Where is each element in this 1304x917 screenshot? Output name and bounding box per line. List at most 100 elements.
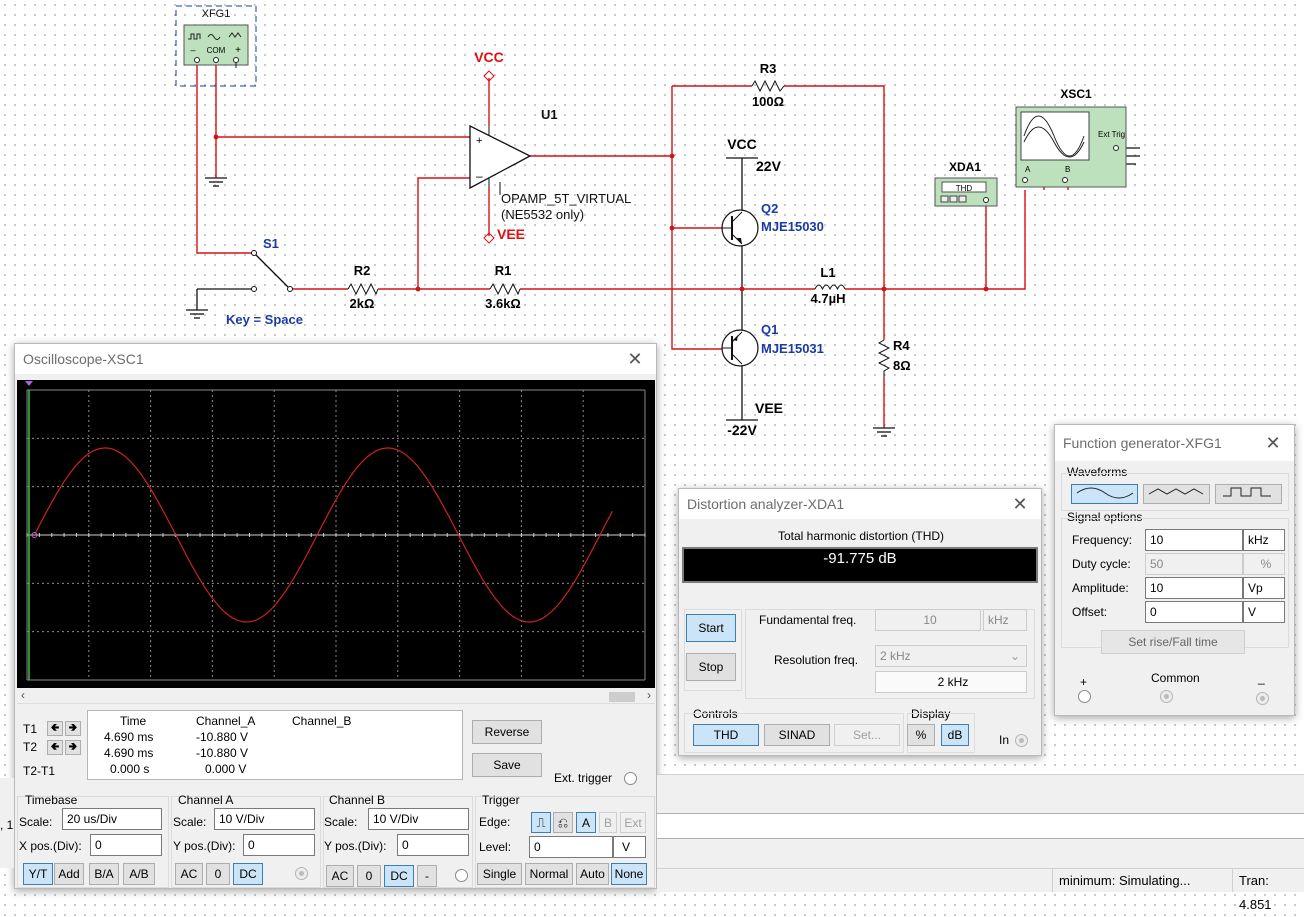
oscilloscope-symbol[interactable]: Ext Trig A B (1015, 106, 1127, 188)
signal-options-label: Signal options (1067, 510, 1143, 524)
switch-s1[interactable] (251, 250, 293, 292)
sinad-button[interactable]: SINAD (764, 724, 830, 746)
trigger-single-button[interactable]: Single (477, 863, 522, 885)
amplitude-input[interactable]: 10 (1145, 577, 1243, 599)
scroll-right-icon[interactable]: › (647, 688, 651, 702)
r2-resistor[interactable] (347, 282, 379, 296)
oscilloscope-titlebar[interactable]: Oscilloscope-XSC1 ✕ (15, 344, 656, 374)
spreadsheet-strip[interactable] (0, 778, 14, 868)
falling-edge-button[interactable]: ⎌ (553, 812, 573, 833)
function-generator-window[interactable]: Function generator-XFG1 ✕ Waveforms Sign… (1054, 424, 1295, 716)
timebase-xpos-input[interactable]: 0 (90, 834, 162, 856)
sine-wave-button[interactable] (1071, 484, 1138, 504)
t2-right-button[interactable]: 🢂 (65, 740, 81, 755)
function-generator-titlebar[interactable]: Function generator-XFG1 ✕ (1055, 425, 1294, 461)
schematic-canvas[interactable]: XFG1 COM – + VCC + – U1 OPAMP_5T_VIRTUAL… (0, 0, 1304, 892)
trigger-level-input[interactable]: 0 (529, 836, 613, 858)
function-generator-symbol[interactable]: XFG1 COM – + (175, 5, 257, 87)
readout-t2-time: 4.690 ms (104, 746, 154, 760)
channel-a-radio[interactable] (295, 867, 308, 880)
triangle-wave-button[interactable] (1143, 484, 1210, 504)
in-radio[interactable] (1015, 734, 1028, 747)
trigger-source-b-button[interactable]: B (599, 812, 617, 833)
scope-scrollbar[interactable]: ‹ › (17, 688, 655, 704)
set-button[interactable]: Set... (834, 724, 900, 746)
trigger-source-ext-button[interactable]: Ext (620, 812, 646, 833)
distortion-close-button[interactable]: ✕ (1012, 494, 1028, 514)
t2-left-button[interactable]: 🢀 (47, 740, 63, 755)
minus-terminal-radio[interactable] (1256, 692, 1269, 705)
distortion-analyzer-window[interactable]: Distortion analyzer-XDA1 ✕ Total harmoni… (678, 488, 1042, 756)
square-wave-button[interactable] (1215, 484, 1282, 504)
duty-cycle-input[interactable]: 50 (1145, 553, 1243, 575)
readout-t1-cha: -10.880 V (196, 730, 249, 744)
channel-a-dc-button[interactable]: DC (233, 863, 263, 885)
thd-button[interactable]: THD (693, 724, 759, 746)
reverse-button[interactable]: Reverse (472, 720, 542, 744)
plus-terminal-radio[interactable] (1078, 690, 1091, 703)
channel-a-ypos-input[interactable]: 0 (243, 834, 315, 856)
channel-b-scale-input[interactable]: 10 V/Div (368, 808, 469, 830)
trigger-source-a-button[interactable]: A (576, 812, 596, 833)
add-button[interactable]: Add (54, 863, 84, 885)
frequency-unit[interactable]: kHz (1243, 529, 1285, 551)
ba-button[interactable]: B/A (89, 863, 119, 885)
waveforms-label: Waveforms (1067, 465, 1128, 479)
yt-button[interactable]: Y/T (23, 863, 53, 885)
stop-button[interactable]: Stop (686, 653, 736, 681)
rising-edge-button[interactable]: ⎍ (531, 812, 551, 833)
channel-a-trace (33, 447, 613, 623)
percent-button[interactable]: % (907, 724, 935, 746)
frequency-input[interactable]: 10 (1145, 529, 1243, 551)
fundamental-freq-input[interactable]: 10 (875, 609, 981, 631)
channel-b-ac-button[interactable]: AC (326, 865, 354, 887)
scroll-thumb[interactable] (609, 692, 635, 702)
trigger-normal-button[interactable]: Normal (525, 863, 573, 885)
trigger-level-unit[interactable]: V (613, 836, 646, 858)
distortion-titlebar[interactable]: Distortion analyzer-XDA1 ✕ (679, 489, 1041, 519)
channel-b-ypos-input[interactable]: 0 (397, 834, 469, 856)
channel-a-scale-input[interactable]: 10 V/Div (214, 808, 315, 830)
function-generator-title: Function generator-XFG1 (1063, 435, 1222, 451)
r1-resistor[interactable] (489, 282, 521, 296)
timebase-scale-input[interactable]: 20 us/Div (62, 808, 162, 830)
t1-right-button[interactable]: 🢂 (65, 721, 81, 736)
resolution-freq-select[interactable]: 2 kHz ⌄ (875, 645, 1027, 667)
ab-button[interactable]: A/B (123, 863, 155, 885)
set-rise-fall-button[interactable]: Set rise/Fall time (1101, 630, 1245, 654)
t1-left-button[interactable]: 🢀 (47, 721, 63, 736)
trigger-auto-button[interactable]: Auto (576, 863, 609, 885)
start-button[interactable]: Start (686, 614, 736, 642)
vcc-label-2: VCC (727, 136, 757, 152)
channel-b-radio[interactable] (455, 869, 468, 882)
vee-value: -22V (727, 422, 757, 438)
offset-input[interactable]: 0 (1145, 601, 1243, 623)
channel-b-minus-button[interactable]: - (417, 865, 437, 887)
frequency-label: Frequency: (1072, 533, 1133, 547)
lower-panel-field[interactable] (657, 813, 1304, 839)
l1-inductor[interactable] (814, 284, 846, 291)
amplitude-unit[interactable]: Vp (1243, 577, 1285, 599)
channel-a-ac-button[interactable]: AC (175, 863, 203, 885)
save-button[interactable]: Save (472, 753, 542, 777)
opamp-u1[interactable]: + – (469, 124, 532, 195)
function-generator-close-button[interactable]: ✕ (1265, 433, 1281, 453)
transistor-q2[interactable] (721, 209, 759, 247)
trigger-none-button[interactable]: None (611, 863, 647, 885)
r4-resistor[interactable] (877, 339, 891, 378)
resolution-freq-display: 2 kHz (875, 671, 1027, 693)
channel-a-zero-button[interactable]: 0 (206, 863, 230, 885)
offset-unit[interactable]: V (1243, 601, 1285, 623)
common-terminal-radio[interactable] (1160, 690, 1173, 703)
ext-trigger-radio[interactable] (624, 772, 637, 785)
scroll-left-icon[interactable]: ‹ (21, 688, 25, 702)
oscilloscope-close-button[interactable]: ✕ (627, 349, 643, 369)
transistor-q1[interactable] (721, 329, 759, 367)
oscilloscope-window[interactable]: Oscilloscope-XSC1 ✕ ‹ › T1 T2 T2-T1 🢀 🢂 … (14, 343, 657, 889)
db-button[interactable]: dB (941, 724, 969, 746)
scope-screen[interactable] (17, 380, 655, 688)
r3-resistor[interactable] (751, 79, 785, 93)
distortion-analyzer-symbol[interactable]: THD (934, 177, 998, 207)
channel-b-dc-button[interactable]: DC (384, 865, 414, 887)
channel-b-zero-button[interactable]: 0 (357, 865, 381, 887)
